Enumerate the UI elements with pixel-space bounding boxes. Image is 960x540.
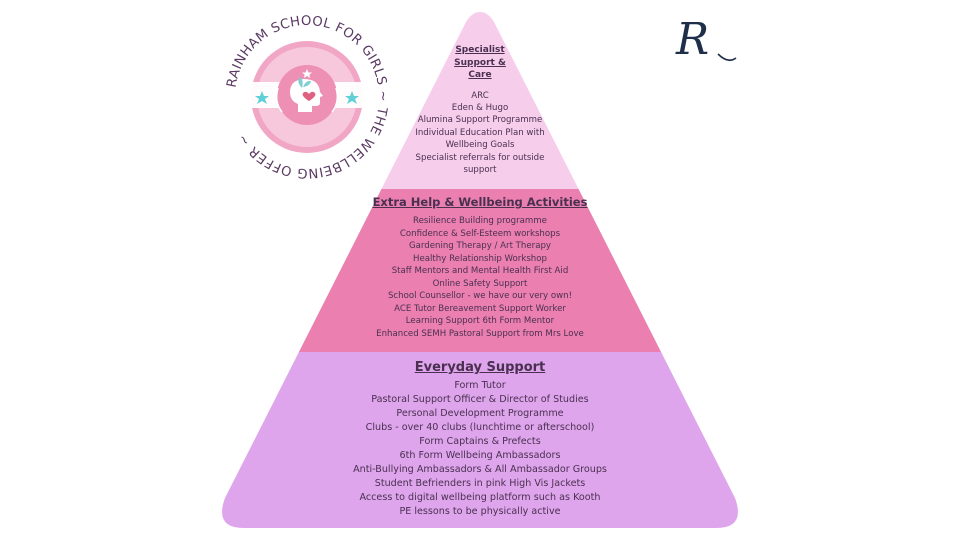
tier-bottom-title: Everyday Support <box>414 360 546 375</box>
tier-specialist-support: Specialist Support & Care ARC Eden & Hug… <box>400 44 560 176</box>
list-item: Anti-Bullying Ambassadors & All Ambassad… <box>353 464 607 475</box>
list-item: Form Captains & Prefects <box>419 436 541 447</box>
tier-everyday-support: Everyday Support Form Tutor Pastoral Sup… <box>240 359 720 519</box>
school-badge: RAINHAM SCHOOL FOR GIRLS ~ THE WELLBEING… <box>225 14 390 180</box>
list-item: Student Befrienders in pink High Vis Jac… <box>374 478 586 489</box>
list-item: support <box>463 164 497 175</box>
logo-letter: R <box>675 14 709 65</box>
list-item: Access to digital wellbeing platform suc… <box>359 492 601 503</box>
list-item: Alumina Support Programme <box>417 115 543 126</box>
head-with-heart-icon <box>290 77 323 112</box>
list-item: ARC <box>471 90 489 101</box>
star-icon <box>255 91 269 104</box>
school-logo: R <box>675 14 737 65</box>
list-item: Confidence & Self-Esteem workshops <box>399 228 561 239</box>
list-item: Enhanced SEMH Pastoral Support from Mrs … <box>376 328 584 339</box>
list-item: Resilience Building programme <box>413 216 547 226</box>
list-item: Eden & Hugo <box>451 102 509 113</box>
list-item: Gardening Therapy / Art Therapy <box>408 241 552 251</box>
list-item: Online Safety Support <box>432 278 528 289</box>
list-item: Pastoral Support Officer & Director of S… <box>371 394 589 405</box>
list-item: PE lessons to be physically active <box>399 506 561 517</box>
tier-bottom-band <box>222 352 738 528</box>
list-item: Wellbeing Goals <box>445 140 515 151</box>
list-item: School Counsellor - we have our very own… <box>387 291 573 301</box>
list-item: Healthy Relationship Workshop <box>413 253 547 264</box>
list-item: Clubs - over 40 clubs (lunchtime or afte… <box>365 422 595 433</box>
list-item: Individual Education Plan with <box>415 127 545 138</box>
list-item: Specialist referrals for outside <box>415 152 545 163</box>
list-item: ACE Tutor Bereavement Support Worker <box>394 303 566 314</box>
tier-extra-help: Extra Help & Wellbeing Activities Resili… <box>300 195 660 340</box>
list-item: Personal Development Programme <box>396 408 564 419</box>
list-item: Staff Mentors and Mental Health First Ai… <box>391 266 569 276</box>
list-item: Form Tutor <box>454 380 506 391</box>
tier-top-title: Specialist Support & Care <box>454 45 506 80</box>
star-icon <box>345 91 359 104</box>
list-item: 6th Form Wellbeing Ambassadors <box>399 450 561 461</box>
list-item: Learning Support 6th Form Mentor <box>405 316 555 326</box>
tier-middle-title: Extra Help & Wellbeing Activities <box>372 195 588 209</box>
